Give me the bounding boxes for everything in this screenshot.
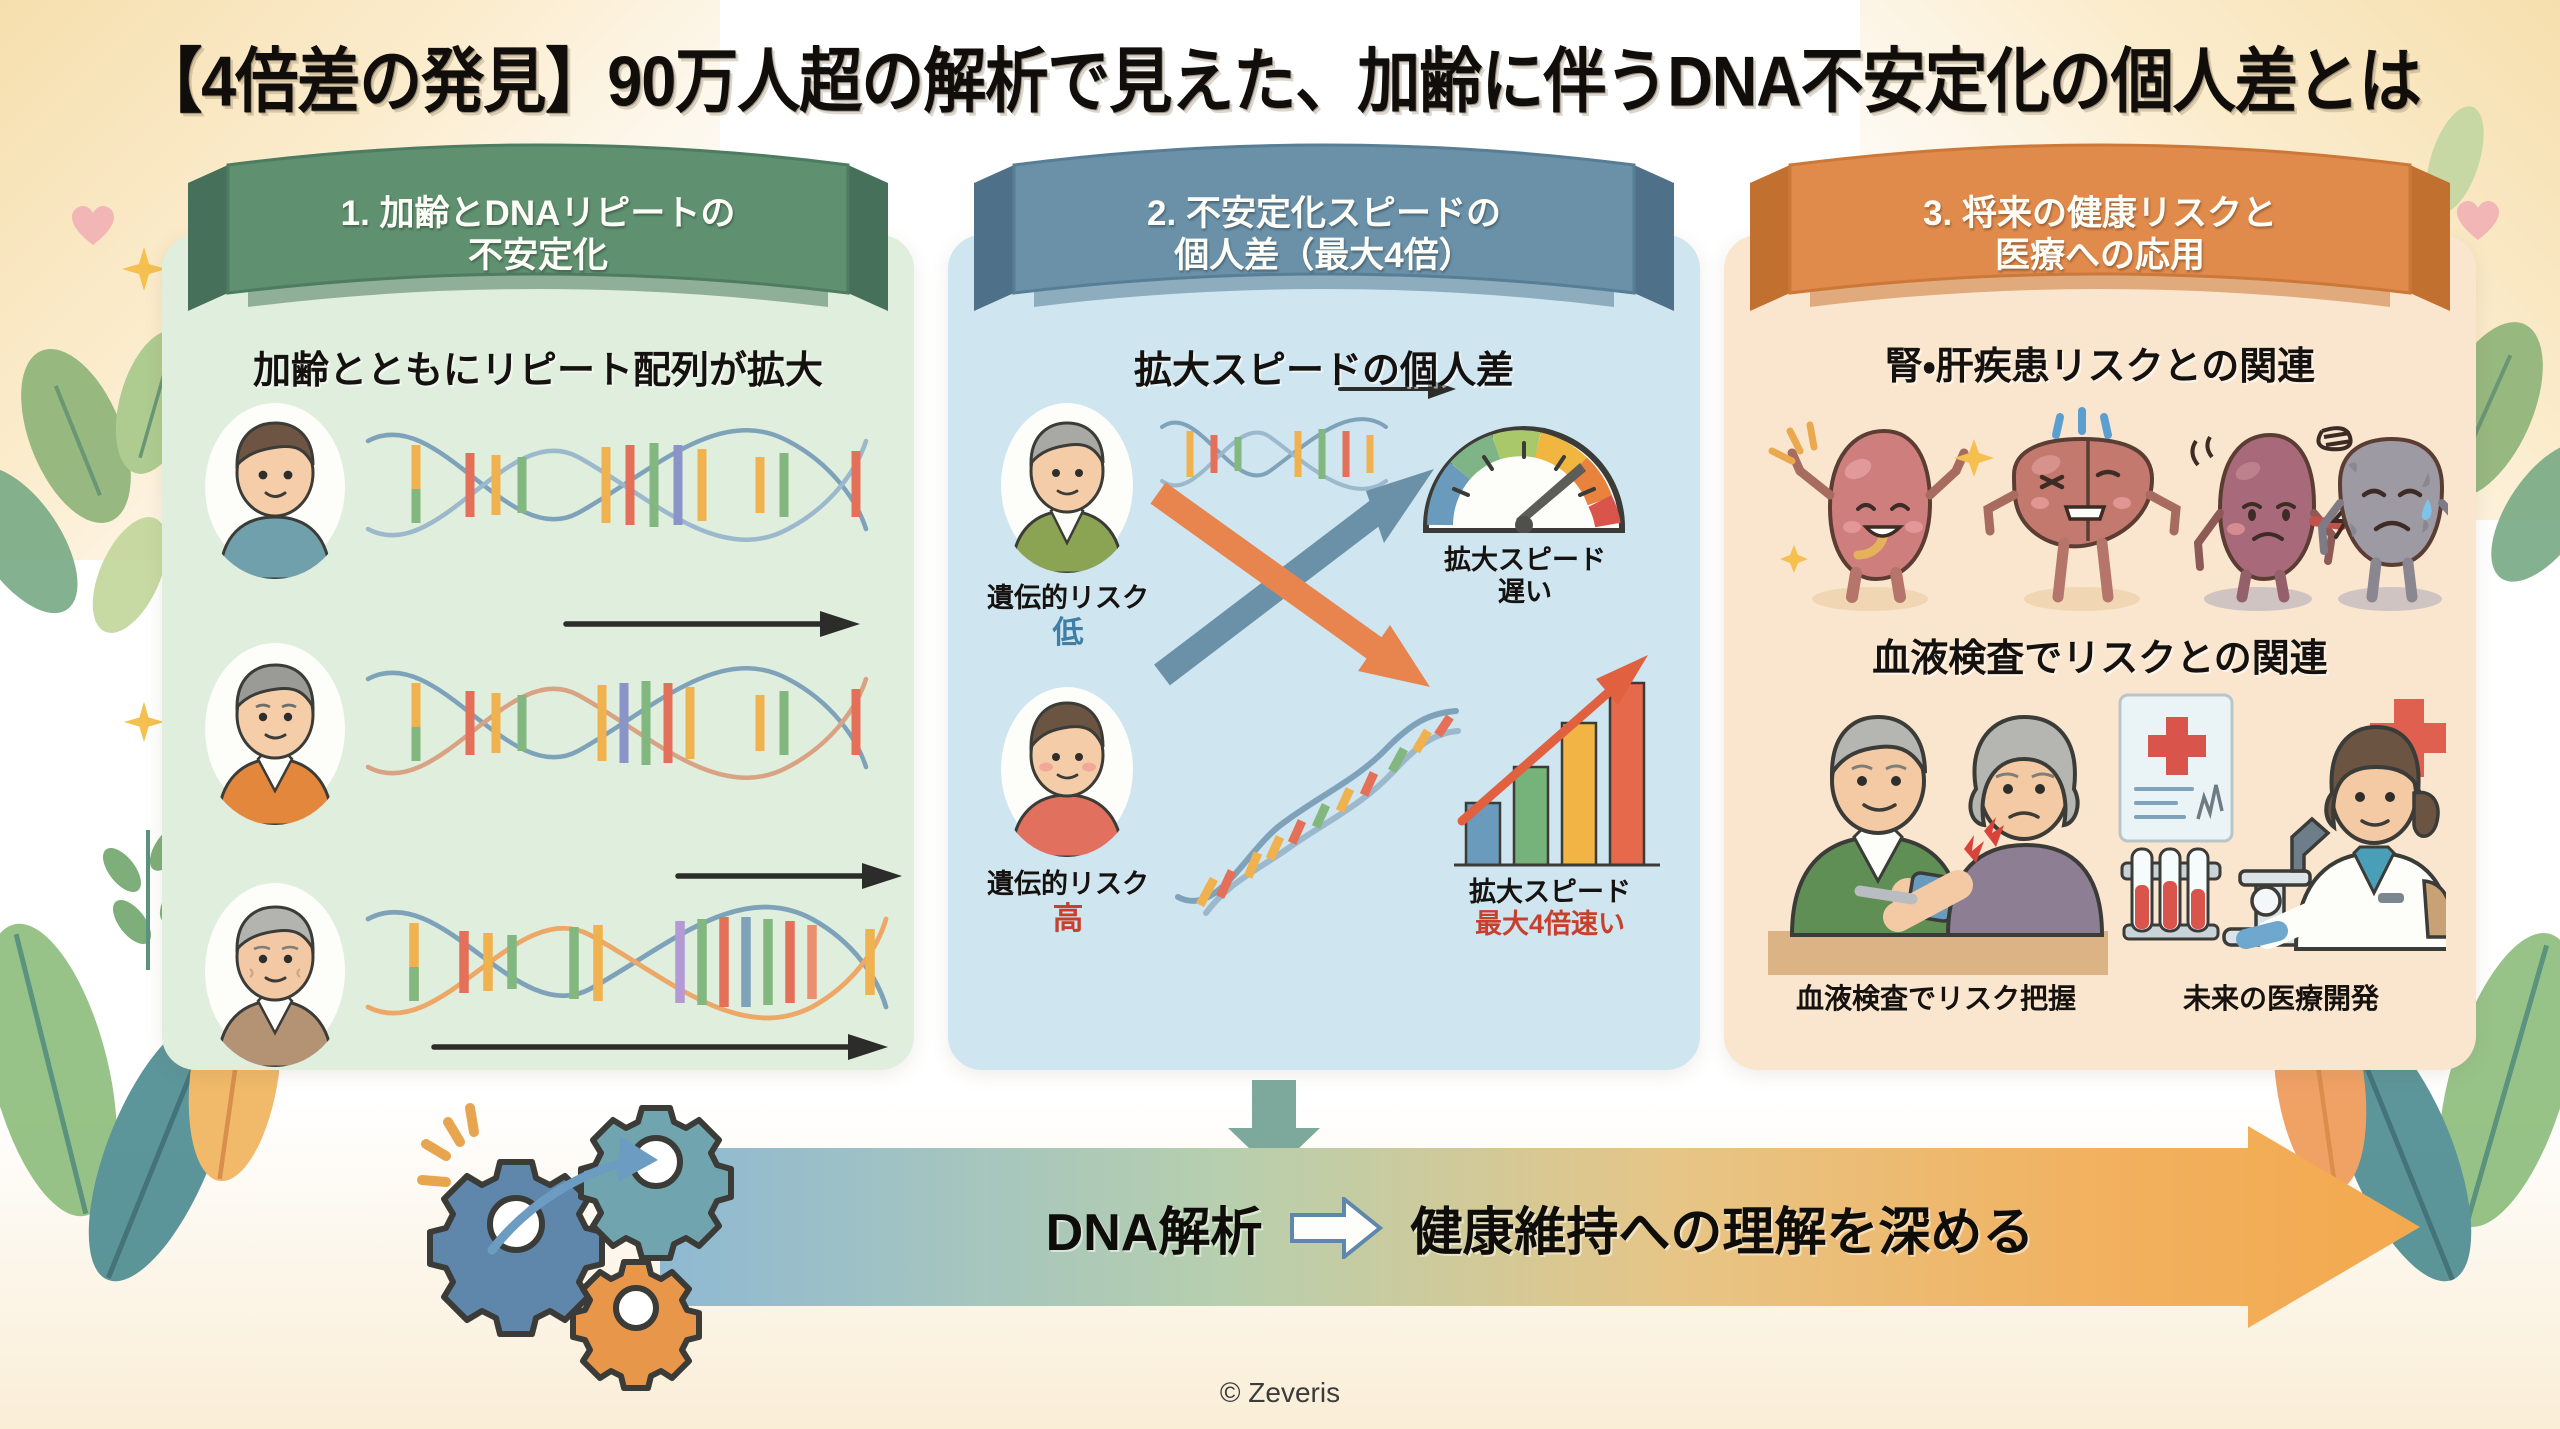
fast-speed-value: 最大4倍速い	[1474, 908, 1626, 939]
heart-icon	[70, 205, 116, 247]
panel-speed-variation: 拡大スピードの個人差 遺伝的リスク 低	[948, 143, 1700, 1070]
slow-speed-label-text: 拡大スピード	[1444, 545, 1606, 575]
panel-aging-dna-repeat: 加齢とともにリピート配列が拡大	[162, 143, 914, 1070]
senior-man-avatar	[200, 881, 350, 1067]
crossing-arrows	[1148, 465, 1448, 695]
low-risk-label: 遺伝的リスク 低	[968, 583, 1168, 651]
expansion-arrow-senior-top	[674, 859, 904, 893]
panel-3-subtitle-bloodtest: 血液検査でリスクとの関連	[1872, 638, 2328, 680]
low-risk-value: 低	[1052, 614, 1084, 650]
panel-2-ribbon: 2. 不安定化スピードの 個人差（最大4倍）	[974, 143, 1674, 318]
sparkle-icon	[122, 700, 166, 744]
expansion-arrow-senior-bottom	[430, 1030, 890, 1064]
high-risk-label: 遺伝的リスク 高	[968, 869, 1168, 937]
expansion-arrow-middle	[562, 607, 862, 641]
high-risk-person-avatar	[996, 685, 1138, 857]
panel-1-ribbon: 1. 加齢とDNAリピートの 不安定化	[188, 143, 888, 318]
middle-aged-man-avatar	[200, 641, 350, 825]
slow-speed-label: 拡大スピード 遅い	[1400, 545, 1650, 609]
dna-helix-slow	[1158, 407, 1393, 502]
lab-research-illustration	[2106, 685, 2455, 975]
heart-icon	[2455, 200, 2501, 242]
page-title-text: 【4倍差の発見】90万人超の解析で見えた、加齢に伴うDNA不安定化の個人差とは	[139, 42, 2422, 121]
fast-speed-label: 拡大スピード 最大4倍速い	[1410, 877, 1690, 941]
small-arrow-slow	[1338, 375, 1458, 403]
dna-helix-fast	[1166, 705, 1486, 920]
organ-characters-illustration	[1758, 403, 2465, 613]
panel-health-risk-application: 腎・肝疾患リスクとの関連	[1724, 143, 2476, 1070]
summary-text-row: DNA解析 健康維持への理解を深める	[660, 1140, 2320, 1315]
panel-3-inner: 腎・肝疾患リスクとの関連	[1724, 235, 2476, 1070]
blood-test-illustration	[1768, 685, 2108, 975]
summary-right-text: 健康維持への理解を深める	[1410, 1204, 2035, 1262]
panel-1-subtitle: 加齢とともにリピート配列が拡大	[252, 350, 823, 392]
low-risk-label-text: 遺伝的リスク	[987, 583, 1149, 613]
low-risk-person-avatar	[996, 401, 1138, 573]
high-risk-value: 高	[1052, 900, 1084, 936]
future-medicine-caption: 未来の医療開発	[2182, 983, 2379, 1014]
speed-gauge-icon	[1418, 405, 1630, 534]
dna-helix-senior	[362, 887, 892, 1037]
summary-left-text: DNA解析	[1045, 1204, 1263, 1262]
panel-2-inner: 拡大スピードの個人差 遺伝的リスク 低	[948, 235, 1700, 1070]
dna-helix-middle	[362, 649, 872, 797]
blood-test-caption: 血液検査でリスク把握	[1795, 983, 2076, 1014]
high-risk-label-text: 遺伝的リスク	[987, 869, 1149, 899]
sparkle-icon	[120, 245, 168, 293]
expansion-speed-bar-chart	[1448, 653, 1668, 883]
panel-3-subtitle-organs: 腎・肝疾患リスクとの関連	[1884, 346, 2316, 388]
fast-speed-label-text: 拡大スピード	[1469, 877, 1631, 907]
panel-1-inner: 加齢とともにリピート配列が拡大	[162, 235, 914, 1070]
right-arrow-icon	[1288, 1196, 1384, 1259]
panel-3-ribbon: 3. 将来の健康リスクと 医療への応用	[1750, 143, 2450, 318]
young-man-avatar	[200, 401, 350, 579]
page-title: 【4倍差の発見】90万人超の解析で見えた、加齢に伴うDNA不安定化の個人差とは	[0, 34, 2560, 130]
slow-speed-value: 遅い	[1498, 576, 1552, 607]
panel-2-subtitle: 拡大スピードの個人差	[1133, 350, 1514, 392]
dna-helix-young	[362, 411, 872, 559]
footer-credit: © Zeveris	[1219, 1377, 1341, 1408]
